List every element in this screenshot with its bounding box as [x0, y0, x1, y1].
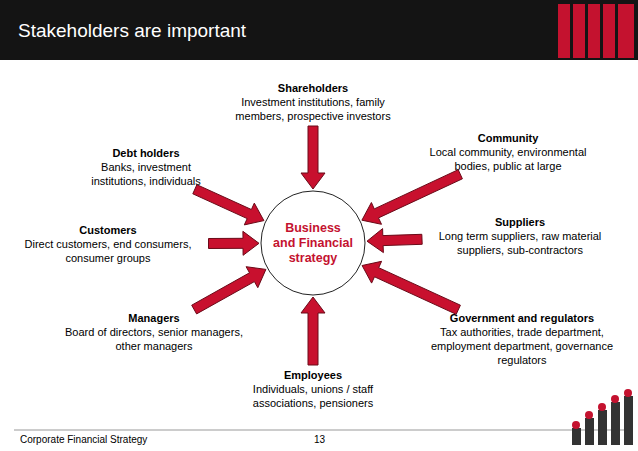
block-arrow: [367, 229, 422, 253]
circle-shape: [261, 191, 365, 295]
group-members: Tax authorities, trade department, emplo…: [427, 325, 617, 367]
picture-bar: [572, 428, 581, 445]
logo-gap: [585, 4, 588, 58]
group-members: Local community, environmental bodies, p…: [418, 145, 598, 173]
block-arrow: [193, 185, 264, 225]
picture-bar: [598, 410, 607, 445]
group-heading: Employees: [241, 368, 386, 382]
stakeholder-group: ManagersBoard of directors, senior manag…: [57, 311, 252, 353]
picture-flower: [624, 389, 632, 397]
group-members: Board of directors, senior managers, oth…: [57, 325, 252, 353]
block-arrow: [362, 170, 463, 225]
footer-rule: [14, 430, 624, 431]
group-members: Long term suppliers, raw material suppli…: [425, 229, 615, 257]
stakeholder-group: CustomersDirect customers, end consumers…: [11, 223, 206, 265]
circle-text: Business and Financial strategy: [273, 221, 353, 266]
stakeholder-group: ShareholdersInvestment institutions, fam…: [231, 81, 396, 123]
group-members: Direct customers, end consumers, consume…: [11, 237, 206, 265]
block-arrow: [192, 267, 266, 314]
page-number: 13: [314, 434, 325, 445]
group-heading: Debt holders: [81, 146, 211, 160]
stakeholder-group: EmployeesIndividuals, unions / staff ass…: [241, 368, 386, 410]
picture-bar: [624, 396, 633, 445]
picture-flower: [585, 411, 593, 419]
stakeholder-group: Government and regulatorsTax authorities…: [427, 311, 617, 367]
stakeholder-group: SuppliersLong term suppliers, raw materi…: [425, 215, 615, 257]
group-heading: Shareholders: [231, 81, 396, 95]
group-heading: Community: [418, 131, 598, 145]
header-band: [0, 0, 638, 60]
group-heading: Customers: [11, 223, 206, 237]
group-members: Investment institutions, family members,…: [231, 95, 396, 123]
picture-bar: [585, 418, 594, 445]
picture-flower: [611, 395, 619, 403]
footer-picture: [572, 389, 633, 445]
logo-gap: [570, 4, 573, 58]
group-members: Banks, investment institutions, individu…: [81, 160, 211, 188]
slide-title: Stakeholders are important: [18, 20, 246, 42]
group-members: Individuals, unions / staff associations…: [241, 382, 386, 410]
block-arrow: [209, 231, 260, 255]
block-arrow: [301, 297, 325, 365]
block-arrow: [362, 261, 460, 314]
picture-flower: [598, 403, 606, 411]
strategy-circle: Business and Financial strategy: [260, 190, 366, 296]
logo-block: [558, 4, 634, 58]
logo-gap: [600, 4, 603, 58]
picture-bar: [611, 402, 620, 445]
stakeholder-group: Debt holdersBanks, investment institutio…: [81, 146, 211, 188]
group-heading: Government and regulators: [427, 311, 617, 325]
footer-text: Corporate Financial Strategy: [20, 434, 147, 445]
logo-gap: [615, 4, 618, 58]
picture-flower: [572, 421, 580, 429]
group-heading: Managers: [57, 311, 252, 325]
group-heading: Suppliers: [425, 215, 615, 229]
stakeholder-group: CommunityLocal community, environmental …: [418, 131, 598, 173]
block-arrow: [301, 126, 325, 189]
